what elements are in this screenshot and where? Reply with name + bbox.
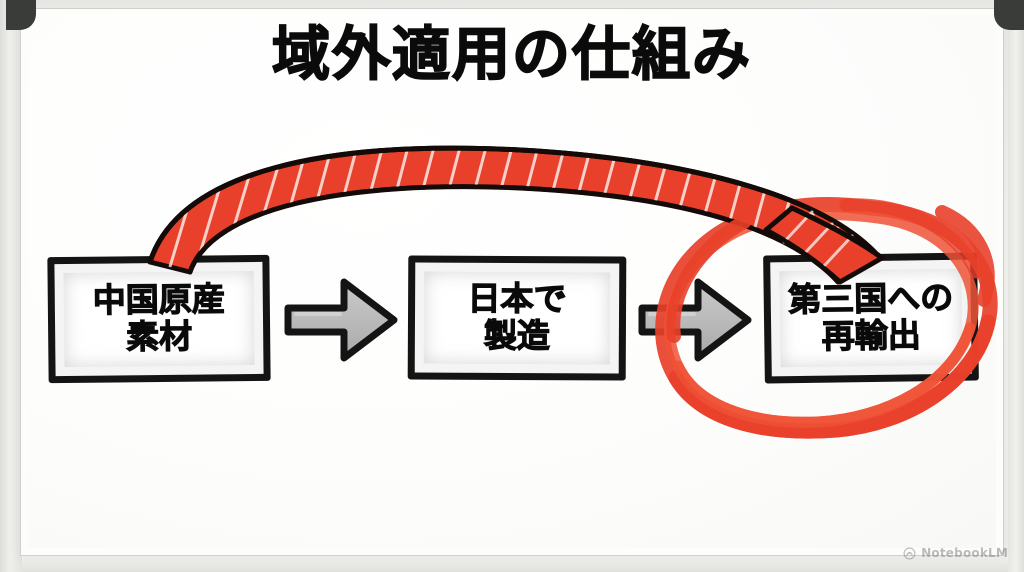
flow-node-label: 中国原産 素材 [92, 279, 226, 357]
frame-edge-bottom [0, 556, 1024, 572]
flow-arrow-1-icon [284, 278, 398, 362]
flow-node-origin-material[interactable]: 中国原産 素材 [47, 254, 271, 384]
notebooklm-icon [903, 547, 916, 559]
flow-node-label: 第三国への 再輸出 [787, 277, 954, 356]
notebooklm-watermark-label: NotebookLM [921, 546, 1008, 560]
notebooklm-watermark: NotebookLM [903, 546, 1008, 560]
flow-node-label: 日本で 製造 [467, 278, 567, 356]
flow-node-manufacture-japan[interactable]: 日本で 製造 [407, 255, 627, 381]
frame-corner-top-right [994, 0, 1024, 30]
flow-node-reexport-third-country[interactable]: 第三国への 再輸出 [763, 252, 979, 384]
page-title: 域外適用の仕組み [271, 20, 752, 88]
frame-corner-top-left [6, 0, 36, 30]
flow-arrow-2-icon [638, 278, 752, 362]
frame-edge-left [0, 0, 22, 572]
frame-edge-right [1008, 0, 1024, 572]
